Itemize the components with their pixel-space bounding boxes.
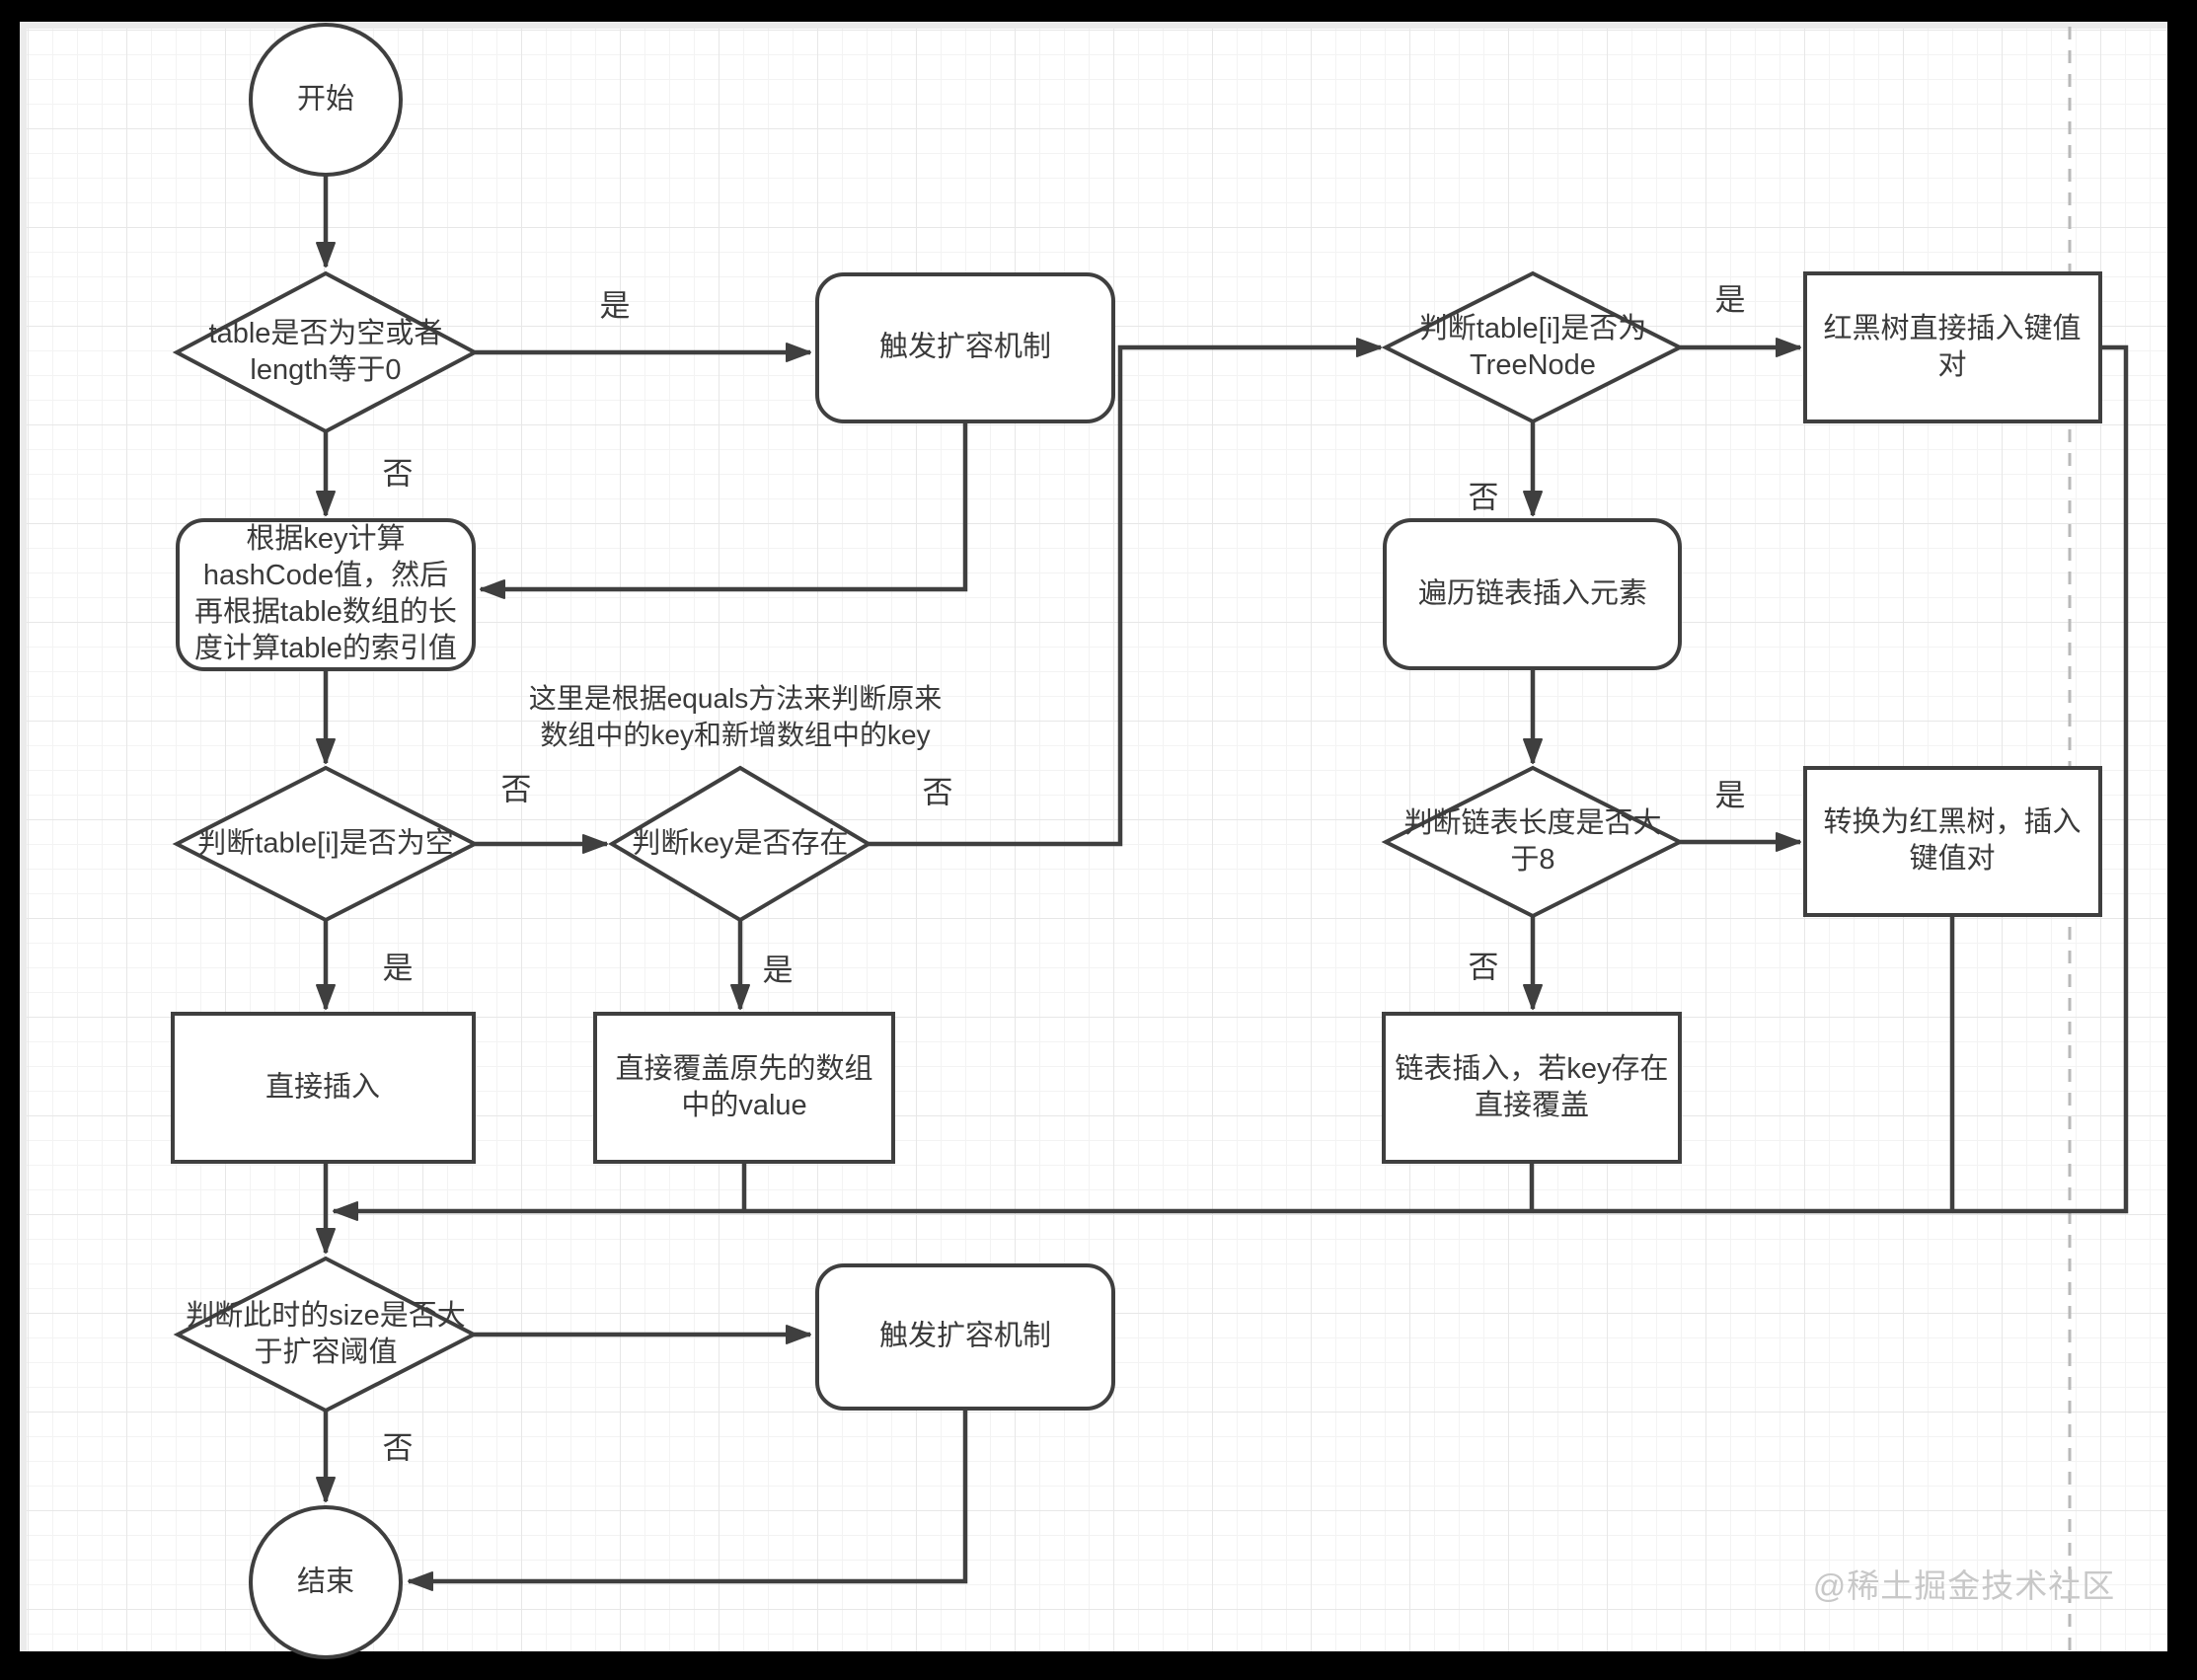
traverse-list-box bbox=[1383, 518, 1682, 670]
trigger-resize-top-box bbox=[815, 272, 1115, 423]
end-terminator-shape bbox=[249, 1505, 403, 1659]
rb-tree-insert-label: 红黑树直接插入键值对 bbox=[1823, 313, 2082, 381]
list-insert-label: 链表插入，若key存在直接覆盖 bbox=[1395, 1053, 1669, 1121]
edge-resize-bottom-to-end bbox=[408, 1409, 968, 1591]
edge-key-exists-no bbox=[869, 338, 1382, 847]
label-list-length-no: 否 bbox=[1468, 950, 1499, 985]
label-size-no: 否 bbox=[382, 1430, 414, 1466]
overwrite-value-label: 直接覆盖原先的数组中的value bbox=[615, 1053, 873, 1121]
traverse-list-label: 遍历链表插入元素 bbox=[1417, 577, 1647, 610]
start-terminator-shape bbox=[249, 23, 403, 177]
label-slot-empty-yes: 是 bbox=[382, 951, 414, 986]
check-slot-empty-diamond bbox=[172, 765, 480, 923]
juejin-watermark: @稀土掘金技术社区 bbox=[1812, 1567, 2116, 1604]
overwrite-value-box bbox=[593, 1012, 895, 1164]
trigger-resize-bottom-label: 触发扩容机制 bbox=[878, 1320, 1051, 1352]
convert-to-rb-box bbox=[1803, 766, 2102, 917]
start-label: 开始 bbox=[296, 83, 354, 115]
trigger-resize-bottom-box bbox=[815, 1263, 1115, 1411]
check-key-exists-label: 判断key是否存在 bbox=[632, 827, 849, 860]
label-slot-empty-no: 否 bbox=[500, 772, 532, 807]
compute-hash-box bbox=[176, 518, 476, 671]
check-list-length-diamond bbox=[1381, 765, 1685, 919]
rb-tree-insert-box bbox=[1803, 271, 2102, 423]
label-table-empty-no: 否 bbox=[382, 456, 414, 492]
list-insert-box bbox=[1382, 1012, 1682, 1164]
check-size-label: 判断此时的size是否大于扩容阈值 bbox=[186, 1300, 466, 1368]
direct-insert-label: 直接插入 bbox=[265, 1071, 380, 1104]
convert-to-rb-label: 转换为红黑树，插入键值对 bbox=[1823, 806, 2082, 875]
label-treenode-no: 否 bbox=[1468, 480, 1499, 515]
check-table-empty-diamond bbox=[172, 270, 480, 434]
compute-hash-label: 根据key计算hashCode值，然后再根据table数组的长度计算table的… bbox=[194, 523, 457, 664]
equals-annotation-text: 这里是根据equals方法来判断原来数组中的key和新增数组中的key bbox=[528, 683, 943, 750]
label-table-empty-yes: 是 bbox=[599, 288, 631, 324]
trigger-resize-top-label: 触发扩容机制 bbox=[878, 331, 1051, 363]
label-list-length-yes: 是 bbox=[1714, 778, 1746, 813]
check-treenode-diamond bbox=[1381, 270, 1685, 424]
check-slot-empty-label: 判断table[i]是否为空 bbox=[197, 827, 454, 860]
edge-resize-top-to-compute-hash bbox=[480, 421, 968, 599]
check-table-empty-label: table是否为空或者length等于0 bbox=[208, 318, 443, 386]
label-treenode-yes: 是 bbox=[1714, 282, 1746, 318]
check-size-diamond bbox=[173, 1256, 479, 1413]
edge-rb-insert-to-merge bbox=[333, 344, 2129, 1221]
check-key-exists-diamond bbox=[608, 765, 872, 923]
end-label: 结束 bbox=[296, 1565, 354, 1598]
check-list-length-label: 判断链表长度是否大于8 bbox=[1403, 807, 1662, 876]
label-key-exists-no: 否 bbox=[922, 775, 953, 810]
direct-insert-box bbox=[171, 1012, 476, 1164]
check-treenode-label: 判断table[i]是否为TreeNode bbox=[1418, 313, 1647, 381]
label-key-exists-yes: 是 bbox=[762, 953, 794, 988]
